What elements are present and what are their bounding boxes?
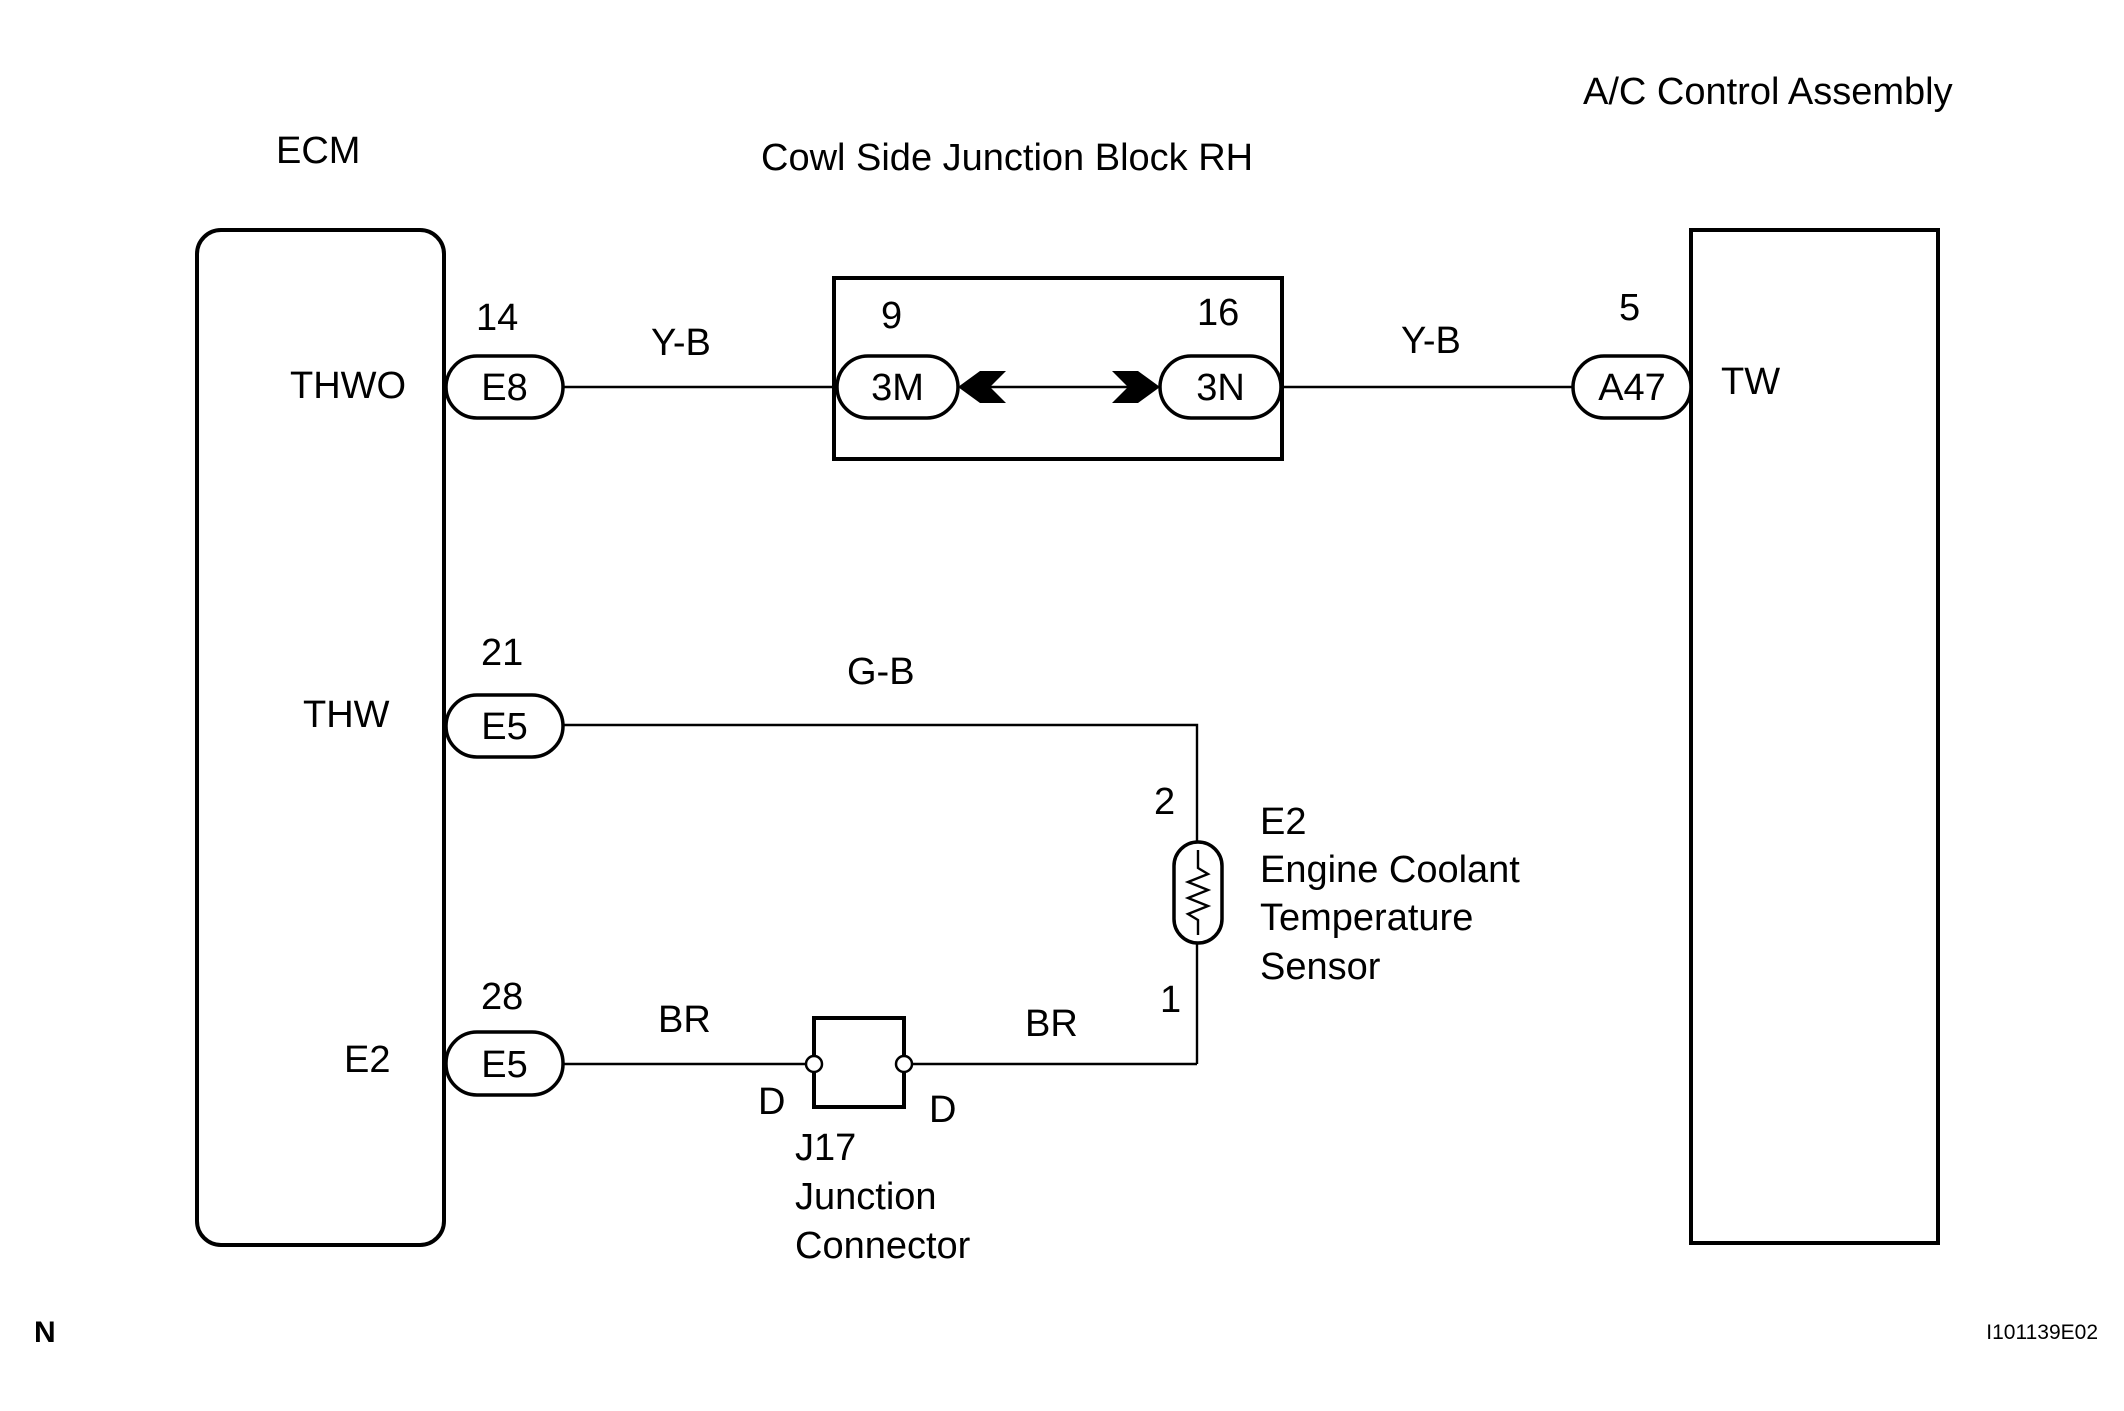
jb-left-arrow [958,371,1006,403]
jb-pin-16: 16 [1197,292,1239,334]
sensor-label-line1: E2 [1260,801,1306,843]
ecm-signal-thw: THW [303,694,390,736]
thermistor-symbol [1184,850,1212,935]
connector-a47-label: A47 [1598,367,1666,409]
sensor-pin-1: 1 [1160,979,1181,1021]
connector-e5-e2-label: E5 [481,1044,527,1086]
sensor-pin-2: 2 [1154,781,1175,823]
ecm-box [195,228,446,1247]
junction-block-title: Cowl Side Junction Block RH [761,137,1253,179]
jb-pin-9: 9 [881,295,902,337]
wire-thw [563,723,1199,842]
sensor-label-line3: Temperature [1260,897,1473,939]
footer-left-mark: N [34,1316,56,1349]
ecm-pin-28: 28 [481,976,523,1018]
jb-right-arrow [1112,371,1160,403]
ac-control-title: A/C Control Assembly [1583,71,1953,113]
connector-3m-label: 3M [871,367,924,409]
j17-terminal-right [894,1054,914,1074]
connector-e5-thw-label: E5 [481,706,527,748]
connector-e8-label: E8 [481,367,527,409]
j17-label-line3: Connector [795,1225,971,1267]
wire-color-thwo-right: Y-B [1401,320,1461,362]
sensor-label-line2: Engine Coolant [1260,849,1520,891]
wire-color-thw: G-B [847,651,915,693]
connector-e8 [444,354,565,420]
j17-pin-left: D [758,1081,785,1123]
ac-pin-5: 5 [1619,287,1640,329]
connector-a47 [1571,354,1693,420]
ecm-signal-e2: E2 [344,1039,390,1081]
j17-label-line1: J17 [795,1127,856,1169]
ecm-pin-14: 14 [476,297,518,339]
ecm-pin-21: 21 [481,632,523,674]
connector-3n-label: 3N [1196,367,1245,409]
wire-color-e2-left: BR [658,999,711,1041]
j17-pin-right: D [929,1089,956,1131]
ecm-signal-thwo: THWO [290,365,406,407]
sensor-label-line4: Sensor [1260,946,1381,988]
wire-color-thwo-left: Y-B [651,322,711,364]
j17-junction-connector [812,1016,906,1109]
ac-signal-tw: TW [1721,361,1780,403]
ecm-title: ECM [276,130,360,172]
j17-terminal-left [804,1054,824,1074]
wire-color-e2-right: BR [1025,1003,1078,1045]
ac-control-box [1689,228,1940,1245]
junction-block-box [832,276,1284,461]
j17-label-line2: Junction [795,1176,937,1218]
footer-figure-id: I101139E02 [1986,1321,2098,1344]
